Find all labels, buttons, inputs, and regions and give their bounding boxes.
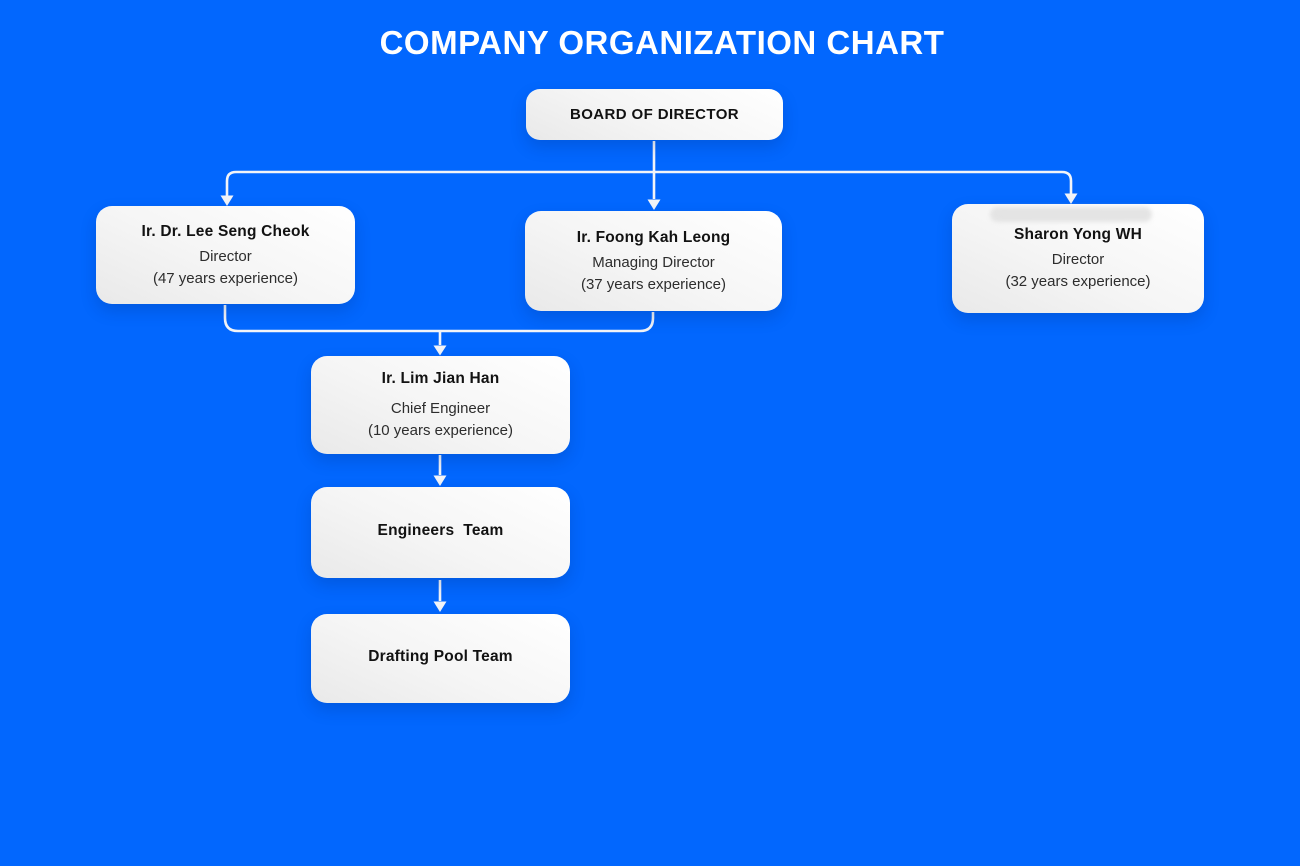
person-name: Ir. Lim Jian Han: [381, 370, 500, 387]
node-title: BOARD OF DIRECTOR: [569, 105, 740, 123]
person-name: Sharon Yong WH: [1014, 226, 1142, 243]
arrowhead-to-foong: [647, 199, 661, 210]
node-sharon-yong: Sharon Yong WH Director (32 years experi…: [952, 204, 1204, 313]
person-experience: (10 years experience): [367, 422, 514, 439]
team-name: Drafting Pool Team: [368, 648, 513, 665]
node-lee-seng-cheok: Ir. Dr. Lee Seng Cheok Director (47 year…: [96, 206, 355, 304]
person-name: Ir. Dr. Lee Seng Cheok: [141, 222, 310, 240]
team-name: Engineers Team: [377, 522, 504, 539]
node-board-of-director: BOARD OF DIRECTOR: [526, 89, 783, 140]
person-experience: (37 years experience): [580, 275, 727, 293]
page-title: COMPANY ORGANIZATION CHART: [379, 24, 945, 61]
person-role: Chief Engineer: [390, 400, 491, 417]
person-experience: (47 years experience): [152, 269, 299, 287]
arrowhead-to-drafting: [433, 601, 447, 612]
node-engineers-team: Engineers Team: [311, 487, 570, 578]
person-role: Director: [1051, 251, 1105, 268]
node-foong-kah-leong: Ir. Foong Kah Leong Managing Director (3…: [525, 211, 782, 311]
node-drafting-pool-team: Drafting Pool Team: [311, 614, 570, 703]
erased-placeholder-artifact: [990, 207, 1152, 222]
edge-board-bar: [225, 170, 1073, 196]
person-experience: (32 years experience): [1005, 273, 1151, 290]
arrowhead-to-engineers: [433, 475, 447, 486]
arrowhead-to-lim: [433, 345, 447, 356]
arrowhead-to-lee: [220, 195, 234, 206]
person-role: Director: [199, 247, 252, 265]
person-name: Ir. Foong Kah Leong: [576, 228, 731, 246]
arrowhead-to-sharon: [1064, 193, 1078, 204]
person-role: Managing Director: [592, 253, 715, 271]
node-lim-jian-han: Ir. Lim Jian Han Chief Engineer (10 year…: [311, 356, 570, 454]
